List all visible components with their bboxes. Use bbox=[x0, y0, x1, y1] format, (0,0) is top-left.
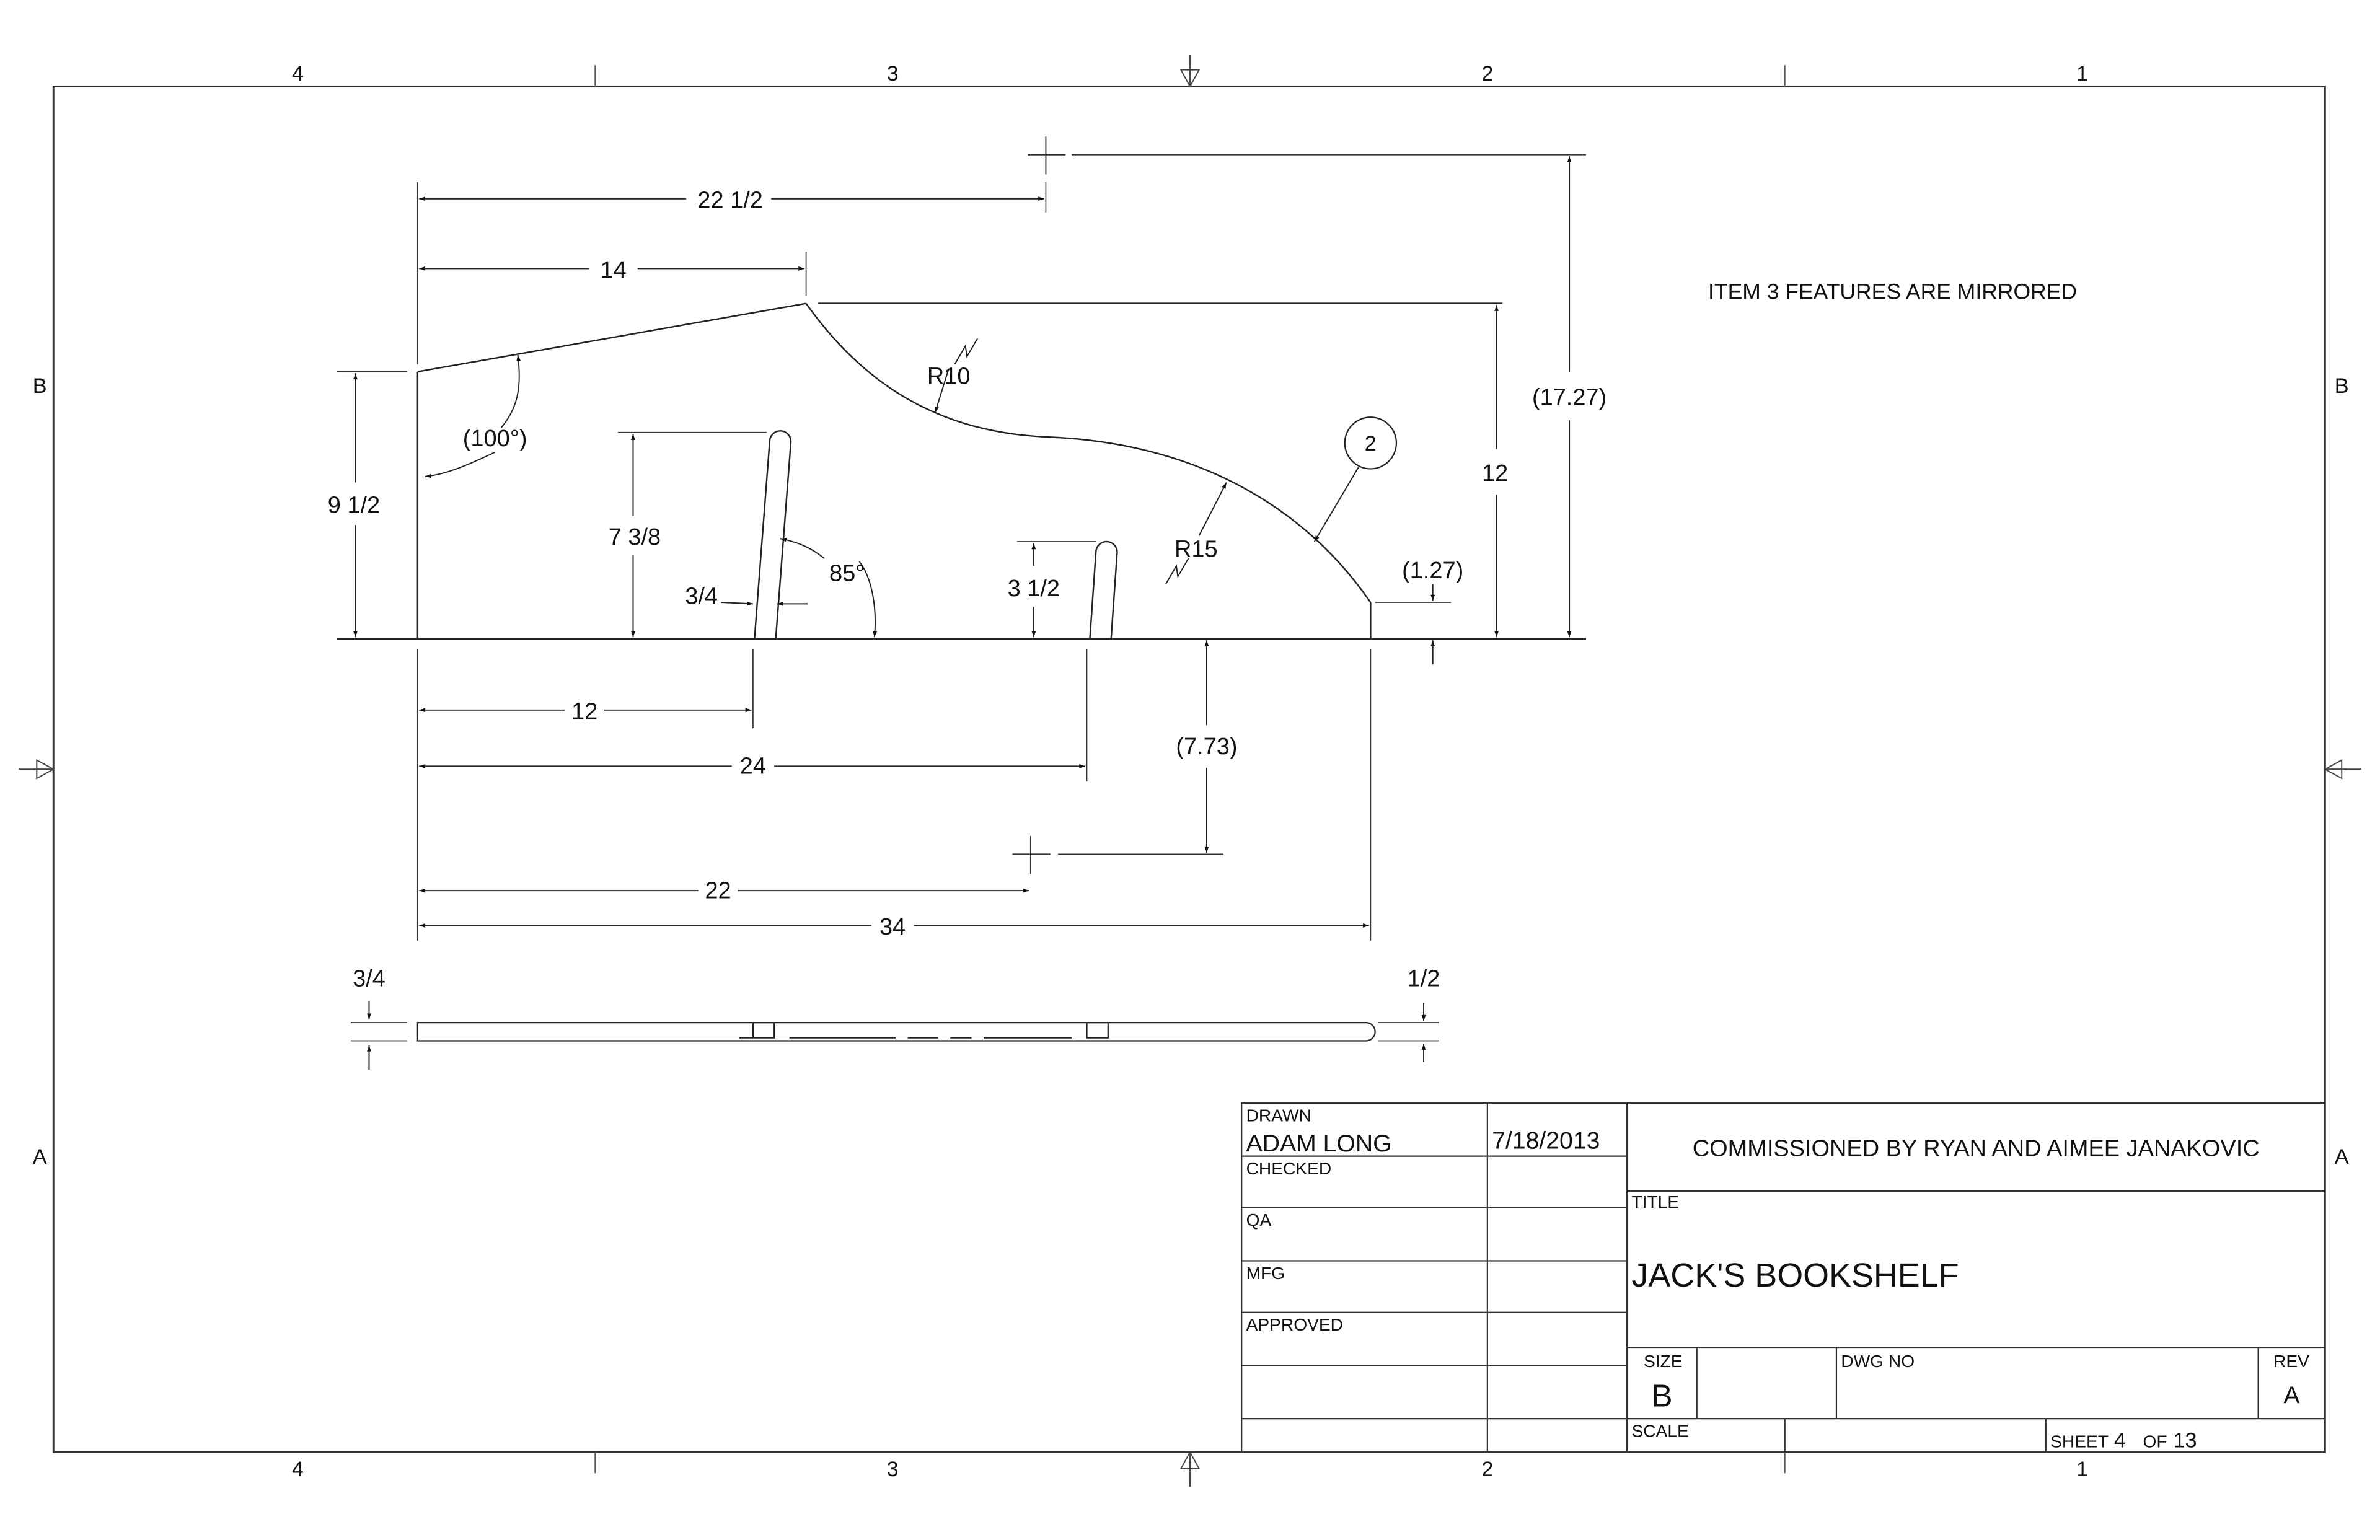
dwg-no-label: DWG NO bbox=[1841, 1352, 1915, 1371]
size-value: B bbox=[1651, 1378, 1672, 1414]
mfg-label: MFG bbox=[1246, 1264, 1285, 1283]
dim-3-4-slot: 3/4 bbox=[685, 583, 718, 609]
dim-r10: R10 bbox=[927, 363, 971, 389]
dim-17-27: (17.27) bbox=[1532, 385, 1606, 411]
dim-34: 34 bbox=[879, 914, 906, 940]
zone-col-1-bottom: 1 bbox=[2076, 1458, 2088, 1481]
qa-label: QA bbox=[1246, 1210, 1272, 1230]
dim-3-1-2: 3 1/2 bbox=[1008, 576, 1060, 602]
leaders bbox=[367, 354, 1435, 1070]
commissioned-text: COMMISSIONED BY RYAN AND AIMEE JANAKOVIC bbox=[1693, 1136, 2260, 1162]
rev-value: A bbox=[2283, 1383, 2300, 1409]
dim-22-1-2: 22 1/2 bbox=[697, 187, 762, 213]
of-label: OF bbox=[2143, 1432, 2167, 1451]
approved-label: APPROVED bbox=[1246, 1315, 1343, 1334]
checked-label: CHECKED bbox=[1246, 1159, 1332, 1178]
dim-12-horizontal: 12 bbox=[571, 698, 597, 724]
zone-col-4-top: 4 bbox=[292, 62, 304, 86]
zone-col-3-top: 3 bbox=[887, 62, 899, 86]
dim-22: 22 bbox=[705, 878, 731, 904]
item-balloon-circle bbox=[1344, 416, 1398, 470]
break-marks bbox=[954, 338, 1189, 585]
drawn-label: DRAWN bbox=[1246, 1106, 1311, 1125]
dim-7-3-8: 7 3/8 bbox=[609, 524, 661, 550]
dim-24: 24 bbox=[740, 754, 766, 780]
drawn-by: ADAM LONG bbox=[1246, 1130, 1392, 1157]
zone-row-b-right: B bbox=[2335, 374, 2349, 398]
zone-row-a-left: A bbox=[33, 1145, 47, 1169]
dim-14: 14 bbox=[601, 257, 627, 283]
zone-col-1-top: 1 bbox=[2076, 62, 2088, 86]
centering-marks bbox=[18, 55, 2362, 1487]
drawing-title: JACK'S BOOKSHELF bbox=[1631, 1257, 1959, 1294]
rev-label: REV bbox=[2273, 1352, 2309, 1371]
drawn-date: 7/18/2013 bbox=[1492, 1127, 1600, 1154]
extension-lines bbox=[337, 154, 1586, 941]
item-balloon-number: 2 bbox=[1365, 432, 1377, 455]
dim-r15: R15 bbox=[1175, 537, 1218, 563]
zone-col-4-bottom: 4 bbox=[292, 1458, 304, 1481]
dim-1-27: (1.27) bbox=[1402, 558, 1463, 584]
edge-view bbox=[351, 1022, 1439, 1042]
dim-1-2: 1/2 bbox=[1408, 966, 1440, 992]
title-block: DRAWN ADAM LONG 7/18/2013 CHECKED QA MFG… bbox=[1246, 1106, 2310, 1452]
slot-right bbox=[1089, 540, 1118, 639]
slot-left bbox=[754, 430, 792, 639]
zone-row-b-left: B bbox=[33, 374, 47, 398]
title-block-grid bbox=[1241, 1102, 2326, 1453]
zone-col-2-bottom: 2 bbox=[1481, 1458, 1493, 1481]
dim-7-73: (7.73) bbox=[1176, 734, 1237, 760]
title-label: TITLE bbox=[1631, 1192, 1679, 1212]
sheet-label: SHEET bbox=[2050, 1432, 2109, 1451]
dim-9-1-2: 9 1/2 bbox=[328, 493, 380, 519]
zone-row-a-right: A bbox=[2335, 1145, 2349, 1169]
dim-angle-85: 85° bbox=[829, 561, 865, 587]
mirror-note: ITEM 3 FEATURES ARE MIRRORED bbox=[1708, 279, 2077, 304]
sheet-number: 4 bbox=[2114, 1429, 2126, 1453]
zone-col-2-top: 2 bbox=[1481, 62, 1493, 86]
sheet-total: 13 bbox=[2173, 1429, 2197, 1453]
size-label: SIZE bbox=[1644, 1352, 1683, 1371]
dimension-lines bbox=[353, 156, 1572, 928]
scale-label: SCALE bbox=[1631, 1422, 1688, 1441]
part-profile bbox=[337, 302, 1586, 640]
zone-col-3-bottom: 3 bbox=[887, 1458, 899, 1481]
center-marks bbox=[1012, 136, 1066, 874]
dim-3-4-thickness: 3/4 bbox=[353, 966, 386, 992]
dim-angle-100: (100°) bbox=[463, 426, 527, 452]
dim-12-vertical: 12 bbox=[1482, 460, 1508, 486]
zone-ticks bbox=[33, 65, 2347, 1474]
